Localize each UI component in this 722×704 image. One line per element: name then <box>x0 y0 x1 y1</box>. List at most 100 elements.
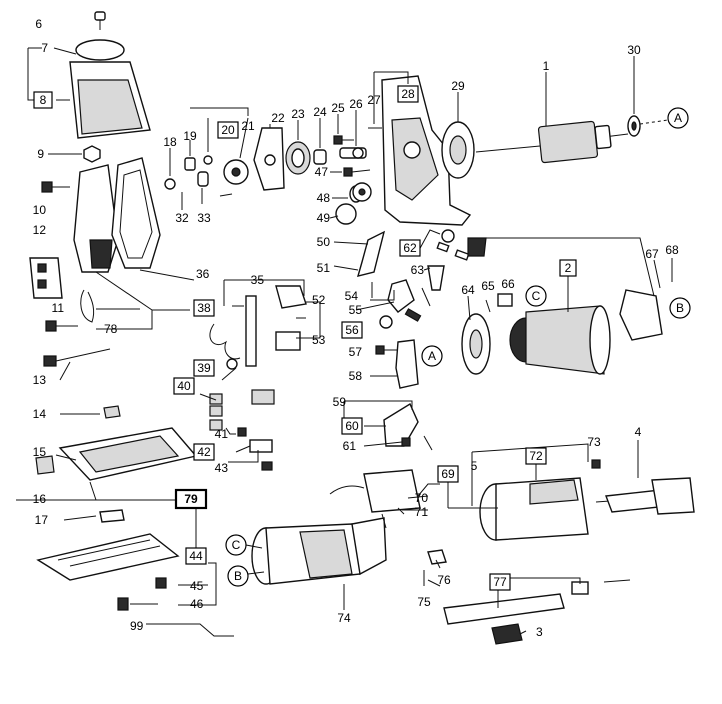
label-51: 51 <box>317 261 331 275</box>
part-73-screw <box>591 459 601 469</box>
part-35-bracket <box>275 285 307 309</box>
label-43: 43 <box>215 461 229 475</box>
box-28: 28 <box>397 85 419 103</box>
part-77-switch-slide <box>443 579 631 625</box>
label-9: 9 <box>37 147 44 161</box>
part-9-nut <box>83 145 101 163</box>
part-40-carbon-brushes <box>209 389 275 431</box>
svg-text:20: 20 <box>221 123 235 137</box>
box-8: 8 <box>33 91 53 109</box>
part-36-gasket <box>111 157 161 269</box>
svg-text:72: 72 <box>529 449 543 463</box>
svg-text:8: 8 <box>40 93 47 107</box>
part-57-screw <box>375 345 398 355</box>
label-57: 57 <box>349 345 363 359</box>
part-2-field-coil <box>509 305 611 375</box>
part-61-screw <box>401 435 433 451</box>
part-46-screw <box>117 597 129 611</box>
label-32: 32 <box>175 211 189 225</box>
label-75: 75 <box>417 595 431 609</box>
svg-text:2: 2 <box>565 261 572 275</box>
label-30: 30 <box>627 43 641 57</box>
svg-text:B: B <box>676 301 684 315</box>
ref-C-upper: C <box>525 285 547 307</box>
ref-C-lower: C <box>225 534 247 556</box>
svg-text:44: 44 <box>189 549 203 563</box>
box-2: 2 <box>559 259 577 277</box>
part-10-screw <box>41 181 70 193</box>
ref-A-top: A <box>667 107 689 129</box>
label-10: 10 <box>33 203 47 217</box>
svg-text:38: 38 <box>197 301 211 315</box>
svg-text:69: 69 <box>441 467 455 481</box>
part-28-gear-housing <box>381 75 472 226</box>
part-45-screw <box>155 577 167 589</box>
svg-text:C: C <box>232 538 241 552</box>
part-30-bearing <box>627 115 669 137</box>
label-61: 61 <box>343 439 357 453</box>
part-44-anti-splinter-plate <box>36 533 180 581</box>
part-23-gear <box>285 141 311 175</box>
part-number-labels: 6 7 9 10 12 11 78 13 14 15 16 17 36 18 1… <box>33 17 679 639</box>
label-24: 24 <box>313 105 327 119</box>
svg-text:79: 79 <box>184 492 198 506</box>
svg-text:56: 56 <box>345 323 359 337</box>
box-79: 79 <box>174 488 208 510</box>
part-50-lever <box>356 230 386 277</box>
label-35: 35 <box>251 273 265 287</box>
part-16-base-plate <box>58 427 198 481</box>
label-74: 74 <box>337 611 351 625</box>
label-7: 7 <box>41 41 48 55</box>
part-33-screw <box>219 193 233 197</box>
box-56: 56 <box>341 321 363 339</box>
part-69-switch-assembly <box>329 469 421 513</box>
label-68: 68 <box>665 243 679 257</box>
label-55: 55 <box>349 303 363 317</box>
part-15-clamp <box>35 455 55 475</box>
box-40: 40 <box>173 377 195 395</box>
label-64: 64 <box>461 283 475 297</box>
label-1: 1 <box>543 59 550 73</box>
part-14-lock <box>103 405 121 419</box>
part-64-end-plate <box>461 313 491 375</box>
part-60-holder <box>383 402 419 447</box>
part-76-clip <box>427 549 447 565</box>
label-4: 4 <box>635 425 642 439</box>
label-14: 14 <box>33 407 47 421</box>
label-41: 41 <box>215 427 229 441</box>
box-38: 38 <box>193 299 215 317</box>
label-71: 71 <box>415 505 429 519</box>
part-47-screw <box>343 167 371 177</box>
svg-text:C: C <box>532 289 541 303</box>
label-16: 16 <box>33 492 47 506</box>
part-56-roller <box>379 308 422 329</box>
part-12-switch-plate <box>29 257 63 299</box>
part-70-71-screws <box>381 507 405 529</box>
box-39: 39 <box>193 359 215 377</box>
label-63: 63 <box>411 263 425 277</box>
label-13: 13 <box>33 373 47 387</box>
svg-text:39: 39 <box>197 361 211 375</box>
part-62-switch-parts <box>436 229 487 261</box>
label-36: 36 <box>196 267 210 281</box>
label-73: 73 <box>587 435 601 449</box>
box-20: 20 <box>217 121 239 139</box>
label-46: 46 <box>190 597 204 611</box>
part-7-housing-cover <box>69 39 151 139</box>
label-29: 29 <box>451 79 465 93</box>
label-66: 66 <box>501 277 515 291</box>
part-1-armature <box>475 120 629 164</box>
label-27: 27 <box>367 93 381 107</box>
label-45: 45 <box>190 579 204 593</box>
part-49-bearing <box>335 182 372 225</box>
ref-A-middle: A <box>421 345 443 367</box>
part-38-guide-rail <box>245 295 301 367</box>
label-54: 54 <box>345 289 359 303</box>
label-59: 59 <box>333 395 347 409</box>
label-70: 70 <box>415 491 429 505</box>
part-11-spring-clip <box>80 289 95 323</box>
part-13-long-screw <box>43 348 111 367</box>
svg-text:A: A <box>428 349 436 363</box>
label-52: 52 <box>312 293 326 307</box>
label-12: 12 <box>33 223 47 237</box>
